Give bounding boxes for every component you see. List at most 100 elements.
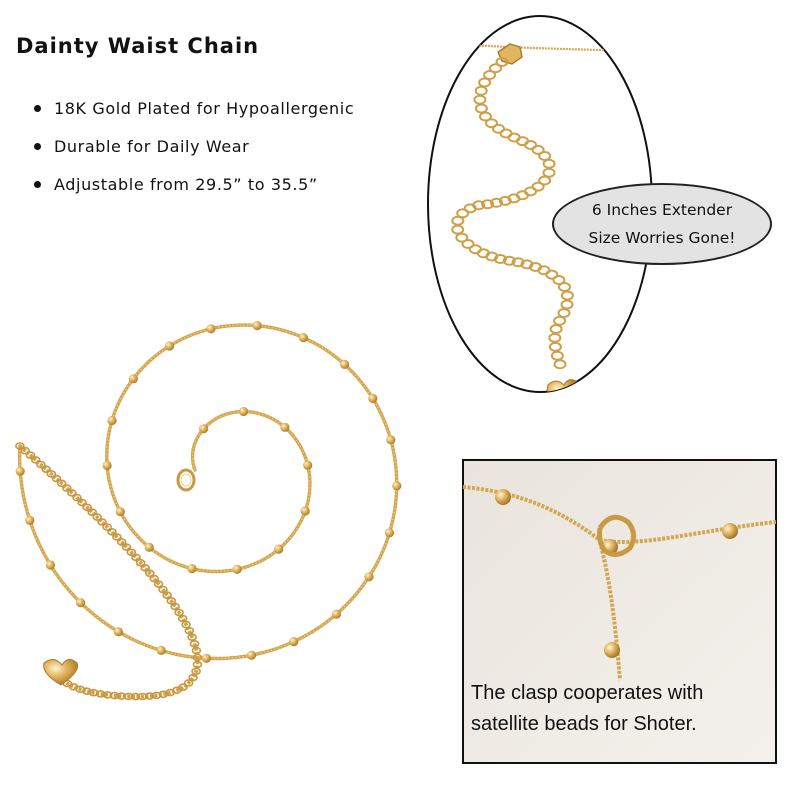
chain-link (174, 608, 184, 617)
chain-link (36, 460, 46, 469)
heart-charm-icon (546, 379, 578, 392)
chain-link (112, 533, 122, 541)
chain-link (192, 653, 203, 662)
satellite-bead (25, 515, 35, 526)
chain-link (474, 103, 488, 114)
chain-link (192, 660, 203, 669)
chain-link (511, 257, 525, 268)
chain-link (77, 498, 87, 507)
feature-text: 18K Gold Plated for Hypoallergenic (54, 99, 355, 118)
chain-link (166, 597, 177, 605)
chain-link (191, 646, 202, 655)
chain-link (56, 479, 67, 488)
satellite-bead (239, 406, 249, 417)
satellite-bead (199, 424, 209, 434)
chain-link (548, 332, 562, 343)
satellite-bead (15, 466, 25, 476)
chain-link (489, 63, 502, 74)
chain-link (153, 580, 164, 588)
chain-link (123, 692, 134, 701)
satellite-bead (340, 359, 350, 369)
chain-link (20, 446, 31, 455)
satellite-bead (331, 609, 341, 619)
lobster-clasp (597, 514, 636, 557)
bullet-icon (34, 143, 41, 150)
lobster-clasp (176, 468, 196, 492)
chain-link (558, 282, 571, 292)
satellite-bead (298, 333, 308, 343)
satellite-bead (289, 637, 299, 647)
chain-link (67, 489, 77, 497)
chain-link (481, 199, 495, 210)
chain-link (456, 208, 470, 219)
chain-link (130, 692, 141, 701)
chain-link (72, 493, 82, 502)
satellite-bead (206, 324, 216, 334)
chain-link (538, 175, 552, 186)
satellite-bead (495, 489, 511, 505)
chain-link (149, 574, 159, 583)
chain-link (51, 474, 62, 483)
satellite-bead (232, 564, 242, 574)
chain-link (560, 290, 574, 301)
satellite-bead (128, 374, 138, 384)
chain-link (62, 484, 72, 492)
satellite-bead (384, 528, 395, 538)
chain-link (158, 585, 168, 594)
bullet-icon (34, 105, 41, 112)
chain-link (177, 614, 188, 623)
chain-link (184, 626, 195, 635)
chain-link (170, 602, 180, 611)
chain-link (479, 111, 492, 122)
satellite-bead (386, 435, 396, 445)
chain-link (548, 341, 562, 352)
chain-link (137, 692, 148, 701)
chain-link (524, 140, 538, 150)
extender-chain-links (451, 57, 574, 370)
chain-link (451, 224, 465, 235)
chain-link (144, 692, 155, 700)
chain-link (498, 195, 512, 206)
feature-item: 18K Gold Plated for Hypoallergenic (32, 96, 354, 134)
chain-link (463, 203, 477, 214)
chain-link (97, 518, 107, 526)
chain-link (151, 691, 162, 700)
chain-link (107, 528, 117, 536)
chain-link (116, 538, 127, 546)
chain-link (188, 673, 198, 682)
satellite-bead (113, 627, 123, 637)
satellite-bead (102, 460, 112, 471)
satellite-bead (604, 642, 620, 658)
chain-link (87, 508, 97, 517)
chain-link (490, 197, 503, 208)
chain-link (145, 569, 155, 578)
extender-callout: 6 Inches Extender Size Worries Gone! (552, 183, 772, 265)
chain-link (158, 690, 169, 699)
chain-link (485, 118, 498, 129)
callout-line-2: Size Worries Gone! (588, 229, 736, 247)
satellite-bead (187, 564, 197, 574)
callout-line-1: 6 Inches Extender (591, 201, 733, 219)
feature-item: Adjustable from 29.5” to 35.5” (32, 172, 354, 210)
spiral-chain (15, 321, 402, 701)
satellite-bead (164, 341, 175, 351)
caption-line-2: satellite beads for Shoter. (471, 713, 697, 735)
chain-link (455, 232, 469, 243)
chain-link (483, 70, 497, 80)
satellite-bead (368, 393, 378, 403)
clasp-closeup-box (462, 459, 777, 764)
chain-link (478, 77, 492, 88)
feature-text: Adjustable from 29.5” to 35.5” (54, 175, 318, 194)
chain-link (493, 254, 507, 264)
chain-link (82, 503, 92, 512)
satellite-bead (246, 650, 257, 660)
chain-link (126, 548, 137, 557)
satellite-bead (45, 560, 56, 570)
satellite-bead (722, 523, 738, 539)
chain-link (495, 57, 509, 67)
satellite-bead (392, 481, 402, 491)
chain-link (116, 692, 127, 700)
chain-link (15, 442, 25, 450)
satellite-bead (280, 422, 290, 432)
